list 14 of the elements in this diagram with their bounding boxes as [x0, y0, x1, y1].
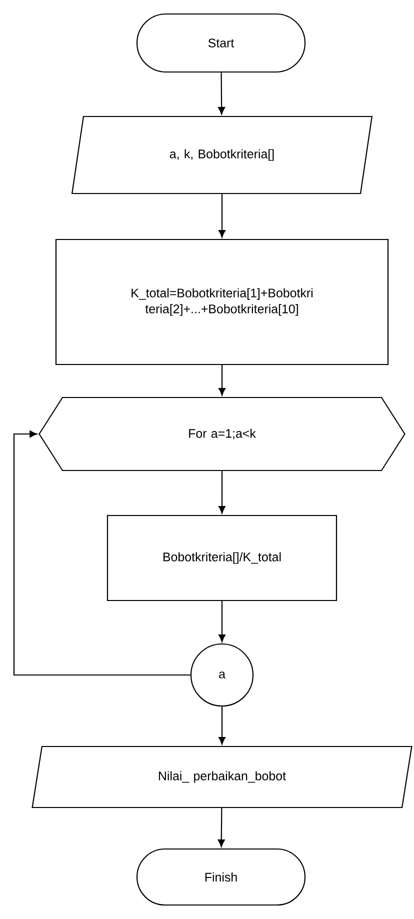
arrow: [218, 72, 226, 115]
loop-arrow: [13, 430, 190, 676]
process-box: K_total=Bobotkriteria[1]+Bobotkri teria[2]+...+Bobotkriteria[10]: [55, 238, 389, 366]
finish-terminator: Finish: [136, 848, 306, 906]
arrow: [218, 601, 226, 642]
arrow: [218, 471, 226, 514]
output-parallelogram: Nilai_ perbaikan_bobot: [32, 746, 412, 808]
arrow: [218, 808, 225, 848]
arrow: [218, 194, 226, 238]
loop-hexagon: For a=1;a<k: [38, 396, 406, 472]
process-box: Bobotkriteria[]/K_total: [106, 514, 338, 602]
arrow: [218, 365, 226, 396]
start-terminator: Start: [136, 13, 306, 73]
arrow: [218, 706, 226, 745]
